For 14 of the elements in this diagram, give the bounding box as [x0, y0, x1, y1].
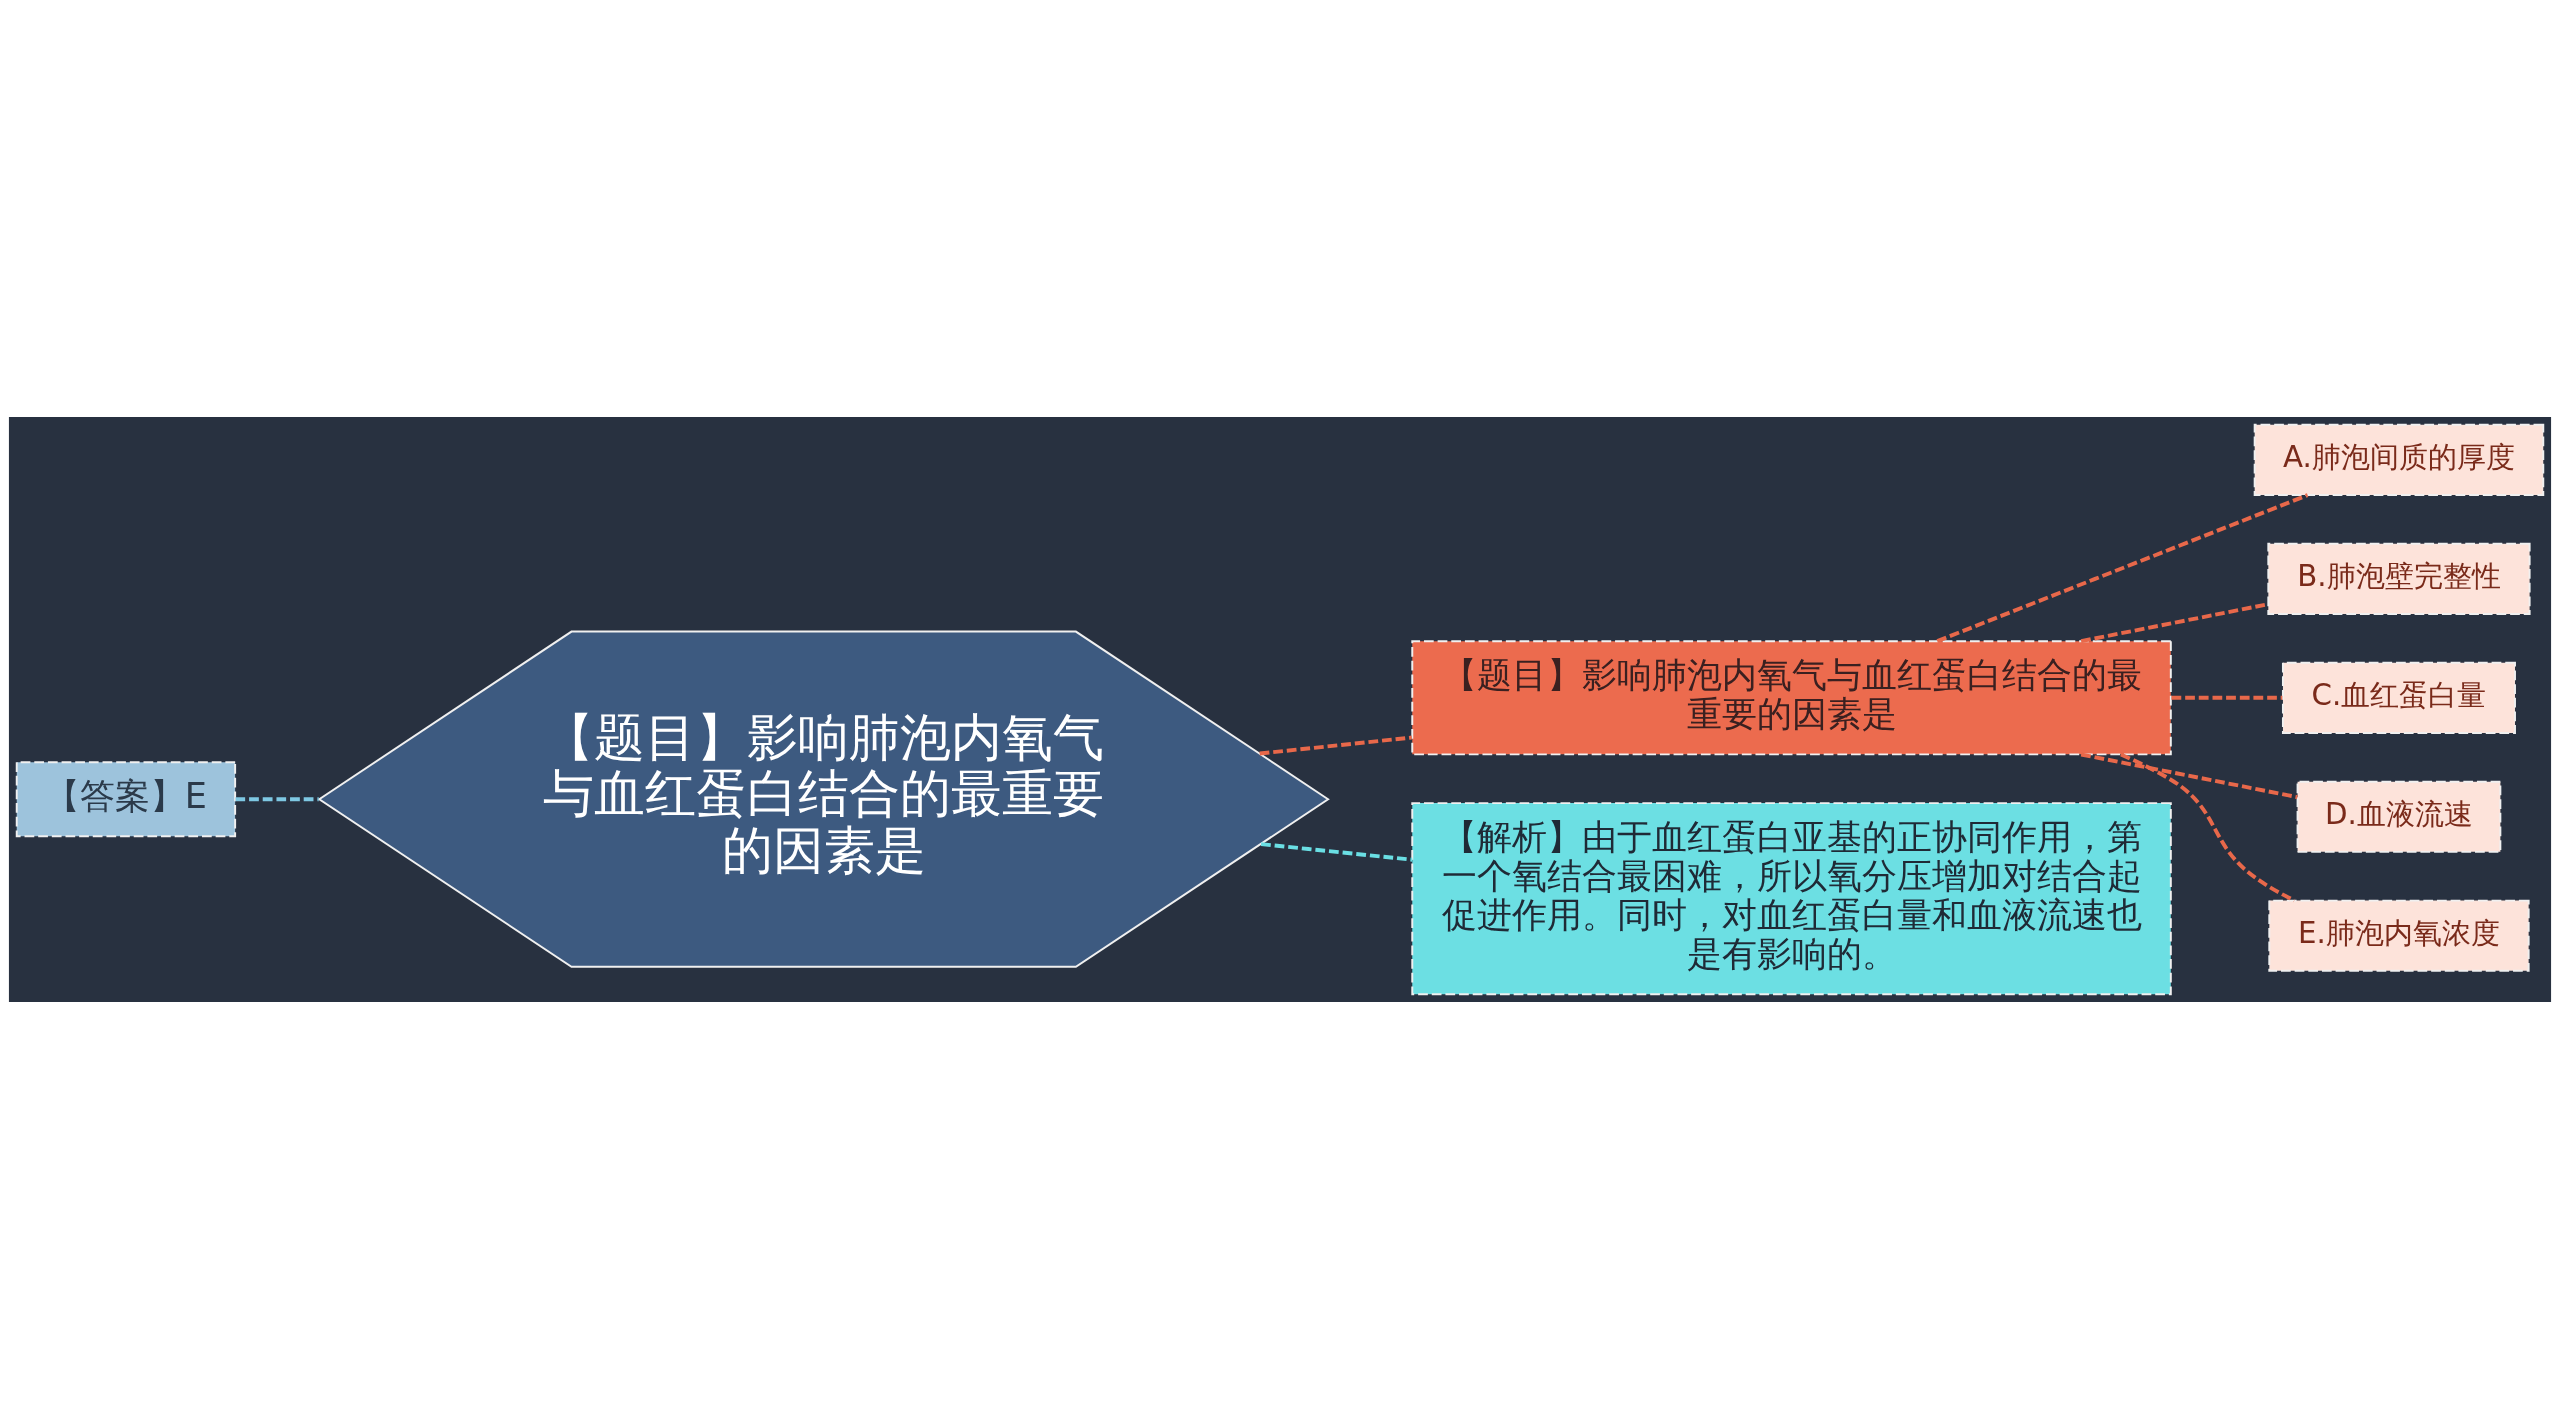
- connector: [1936, 493, 2309, 643]
- node-box: C.血红蛋白量: [2281, 661, 2516, 734]
- node-box: 【答案】E: [15, 761, 237, 838]
- connector: [235, 797, 319, 802]
- node-box: 【题目】影响肺泡内氧气与血红蛋白结合的最重要的因素是: [1411, 640, 2172, 756]
- node-box: E.肺泡内氧浓度: [2268, 899, 2530, 972]
- connector: [2171, 695, 2283, 700]
- node-box: 【解析】由于血红蛋白亚基的正协同作用，第一个氧结合最困难，所以氧分压增加对结合起促进作用。同时，对血红蛋白量和血液流速也是有影响的。: [1411, 802, 2172, 996]
- node-box: A.肺泡间质的厚度: [2253, 423, 2545, 496]
- connector: [1259, 735, 1412, 756]
- connector: [1260, 842, 1413, 862]
- connector: [2080, 752, 2298, 800]
- node-box: D.血液流速: [2296, 780, 2502, 853]
- node-box: B.肺泡壁完整性: [2267, 542, 2531, 615]
